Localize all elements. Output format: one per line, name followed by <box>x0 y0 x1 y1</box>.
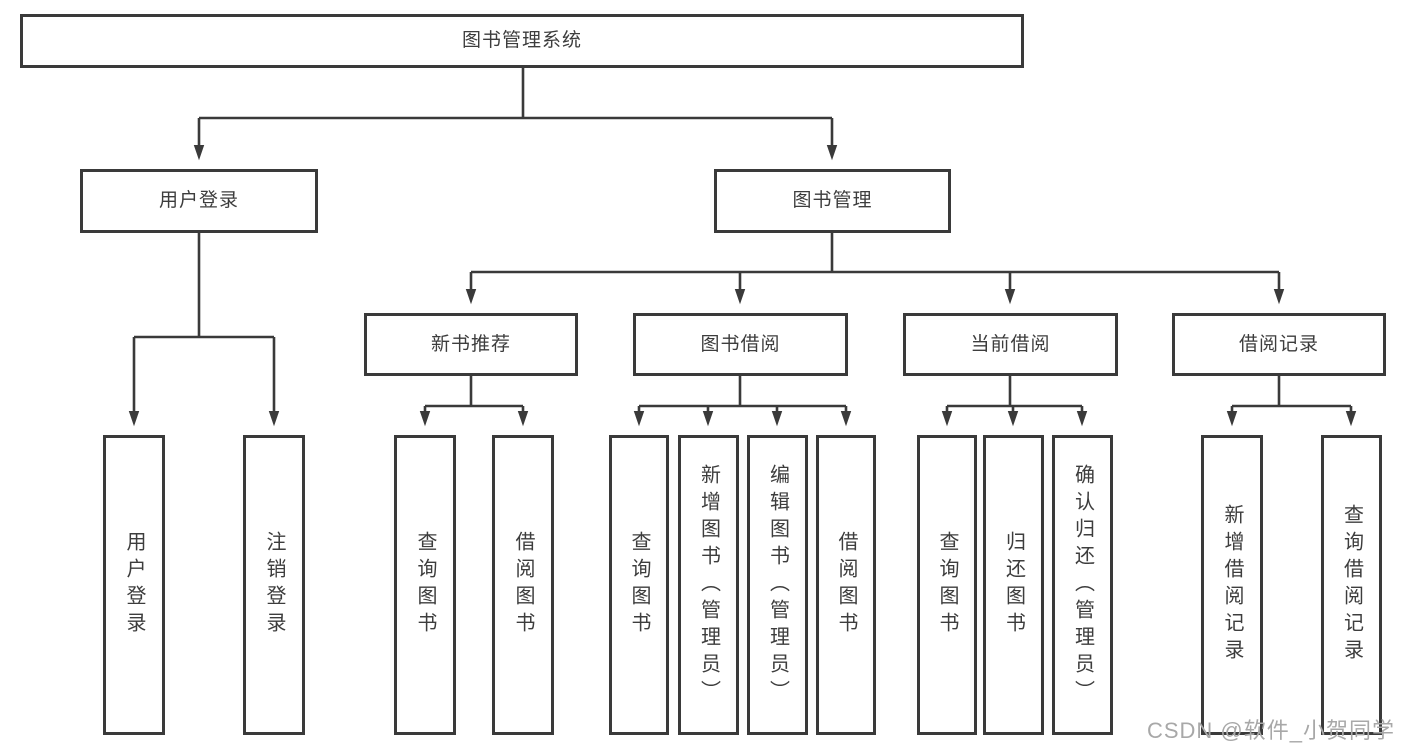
leaf-confirm-return-admin: 确认归还（管理员） <box>1052 435 1113 735</box>
connector-current-to-leaves <box>947 376 1082 408</box>
connector-userlogin-to-leaves <box>134 233 274 339</box>
node-root: 图书管理系统 <box>20 14 1024 68</box>
leaf-query-books-2: 查询图书 <box>609 435 669 735</box>
leaf-return-books: 归还图书 <box>983 435 1044 735</box>
node-book-borrowing: 图书借阅 <box>633 313 848 376</box>
leaf-borrow-books-1: 借阅图书 <box>492 435 554 735</box>
node-user-login: 用户登录 <box>80 169 318 233</box>
leaf-borrow-books-2: 借阅图书 <box>816 435 876 735</box>
node-new-book-recommend: 新书推荐 <box>364 313 578 376</box>
node-borrowing-records: 借阅记录 <box>1172 313 1386 376</box>
leaf-logout: 注销登录 <box>243 435 305 735</box>
connector-bookmgmt-to-level3 <box>471 233 1279 274</box>
leaf-query-books-3: 查询图书 <box>917 435 977 735</box>
node-book-management: 图书管理 <box>714 169 951 233</box>
leaf-query-borrow-record: 查询借阅记录 <box>1321 435 1382 735</box>
watermark: CSDN @软件_小贺同学 <box>1146 718 1395 743</box>
connector-root-to-level2 <box>199 68 832 120</box>
connector-records-to-leaves <box>1232 376 1351 408</box>
leaf-add-borrow-record: 新增借阅记录 <box>1201 435 1263 735</box>
leaf-add-books-admin: 新增图书（管理员） <box>678 435 739 735</box>
leaf-edit-books-admin: 编辑图书（管理员） <box>747 435 808 735</box>
connector-recommend-to-leaves <box>425 376 523 408</box>
node-current-borrowing: 当前借阅 <box>903 313 1118 376</box>
leaf-query-books-1: 查询图书 <box>394 435 456 735</box>
leaf-user-login: 用户登录 <box>103 435 165 735</box>
connector-borrowing-to-leaves <box>639 376 846 408</box>
